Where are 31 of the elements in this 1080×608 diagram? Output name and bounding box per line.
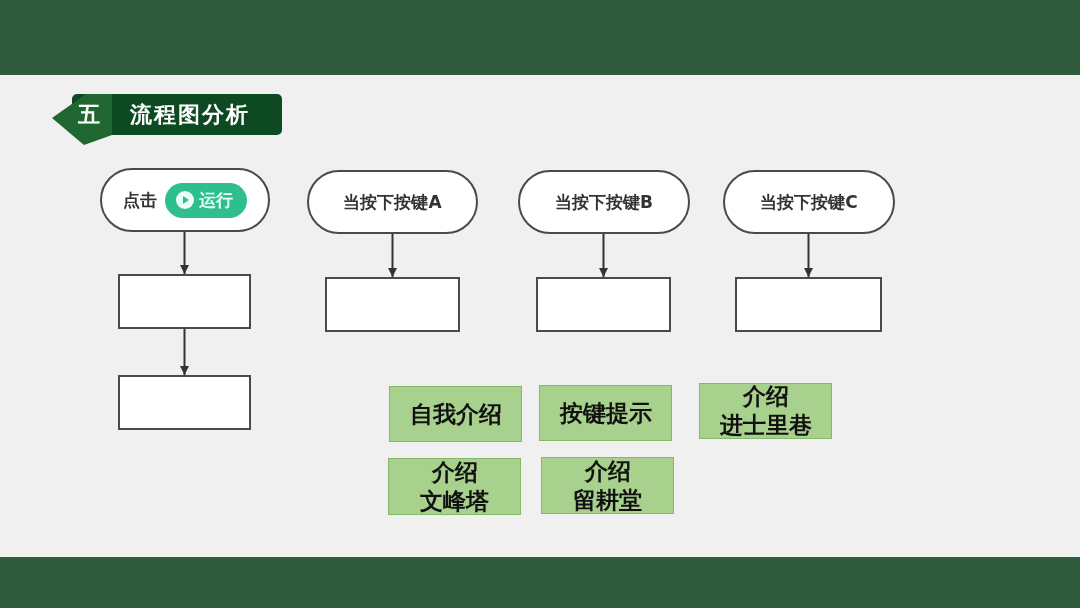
title: 流程图分析 bbox=[130, 100, 250, 129]
card-text: 介绍文峰塔 bbox=[420, 457, 489, 516]
node-text: 点击 bbox=[123, 188, 157, 212]
topic-card bbox=[699, 383, 832, 439]
process-box bbox=[118, 274, 251, 329]
terminal-box bbox=[723, 170, 895, 234]
process-box bbox=[735, 277, 882, 332]
node-text: 当按下按键A bbox=[343, 190, 442, 214]
terminal-box bbox=[307, 170, 478, 234]
arrow bbox=[388, 233, 397, 278]
card-text: 自我介绍 bbox=[409, 399, 502, 429]
process-box bbox=[118, 375, 251, 430]
arrow bbox=[180, 328, 189, 376]
topic-card bbox=[388, 458, 521, 515]
terminal-box bbox=[100, 168, 270, 232]
arrow bbox=[804, 233, 813, 278]
topic-card bbox=[541, 457, 674, 514]
terminal-box bbox=[518, 170, 690, 234]
node-text: 当按下按键C bbox=[760, 190, 858, 214]
arrow bbox=[180, 231, 189, 275]
topic-card bbox=[539, 385, 672, 441]
process-box bbox=[325, 277, 460, 332]
arrow bbox=[599, 233, 608, 278]
run-button: 运行 bbox=[165, 182, 247, 218]
card-text: 介绍进士里巷 bbox=[719, 382, 812, 440]
section-number: 五 bbox=[78, 100, 100, 129]
topic-card bbox=[389, 386, 522, 442]
card-text: 按键提示 bbox=[559, 398, 652, 428]
process-box bbox=[536, 277, 671, 332]
card-text: 介绍留耕堂 bbox=[573, 456, 642, 515]
node-text: 当按下按键B bbox=[555, 190, 653, 214]
